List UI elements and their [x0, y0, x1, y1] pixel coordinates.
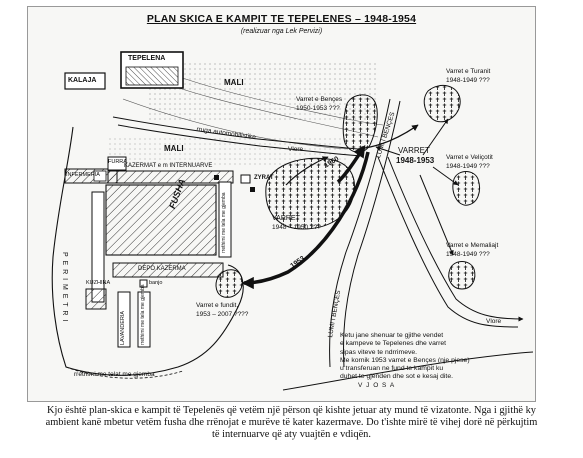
road-line-a [112, 116, 359, 150]
label-vertical-strip: rrethimi me tela me gjemba [140, 284, 146, 345]
caption-line: Kjo është plan-skica e kampit të Tepelen… [46, 405, 537, 416]
label-mali-top: MALI [224, 78, 244, 87]
small-building [93, 170, 107, 182]
label-vjosa: V J O S A [358, 382, 396, 389]
lavanderia-building [117, 291, 131, 348]
cemetery-memaliajt-years: 1948-1949 ??? [446, 251, 490, 258]
gate-post-2 [214, 175, 219, 180]
caption-line: ambient kanë mbetur vetëm fusha dhe rrën… [45, 416, 538, 428]
label-perimetri: P E R I M E T R I [61, 252, 68, 323]
label-kuzhina: KUZHINA [86, 280, 111, 286]
label-lavanderia: LAVANDERIA [120, 310, 126, 345]
gate-post [250, 187, 255, 192]
transfer-arrow-1950 [336, 144, 366, 184]
label-vertical-strip-2: rrethimi me tela me gjemba [221, 192, 227, 253]
cemetery-fundit [215, 269, 243, 298]
sketch-map: PLAN SKICA E KAMPIT TE TEPELENES – 1948-… [27, 6, 536, 402]
caption-line: të internuarve që aty vuajtën e vdiqën. [212, 428, 371, 440]
caption: Kjo është plan-skica e kampit të Tepelen… [0, 405, 583, 440]
note-line: duhet te gjenden dhe sot e kesaj dite. [340, 373, 453, 381]
cemetery-turanit-years: 1948-1949 ??? [446, 77, 490, 84]
fusha-yard [105, 184, 217, 256]
cemetery-turanit-name: Varret e Turanit [446, 68, 491, 75]
map-note: Ketu jane shenuar te gjithe vendet e kam… [340, 332, 525, 382]
cemetery-velicotit-name: Varret e Veliçotit [446, 154, 493, 161]
cemetery-bences-years: 1950-1953 ??? [296, 105, 340, 112]
map-title: PLAN SKICA E KAMPIT TE TEPELENES – 1948-… [146, 13, 417, 25]
label-tepelena: TEPELENA [128, 55, 166, 62]
cemetery-fundit-years: 1953 – 2007 ???? [196, 311, 249, 318]
transfer-arrow-1953 [241, 151, 370, 290]
note-line: Me kornik 1953 varret e Bençes (nje pjes… [340, 356, 470, 364]
label-varret-main-years: 1948 – 1950 ??? [272, 224, 321, 231]
kuzhina-building [85, 288, 107, 310]
kazermat-building [107, 170, 234, 184]
tepelena-town-hatch [125, 66, 179, 86]
note-line: e kampeve te Tepelenes dhe varret [340, 340, 447, 348]
cemetery-arrows [375, 118, 459, 256]
banjo-building [139, 279, 148, 288]
map-subtitle: (realizuar nga Lek Pervizi) [240, 28, 323, 35]
barbed-wire-fence [65, 366, 184, 379]
label-vlore-bottom: Vlore [486, 318, 502, 325]
note-line: u transferuan ne fund te kampit ku [340, 365, 444, 373]
camp-perimeter [51, 126, 244, 376]
right-barrack [218, 181, 232, 258]
label-varret-ne-years: 1948-1953 [396, 156, 435, 165]
transfer-arrow-small [285, 156, 329, 186]
label-rrethimi: rrethimi me telat me gjemba [74, 371, 155, 378]
road-line-b [117, 124, 364, 157]
cemetery-bences [342, 94, 378, 153]
label-kalaja: KALAJA [68, 77, 97, 84]
cemetery-bences-name: Varret e Bençes [296, 96, 343, 103]
label-vlore-top: Vlore [288, 146, 304, 153]
label-mali-mid: MALI [164, 144, 184, 153]
note-line: Ketu jane shenuar te gjithe vendet [340, 332, 444, 339]
label-depo: DEPO KAZERMA [138, 266, 186, 272]
road-vlore-lower-a [377, 156, 519, 328]
depo-kazerma-building [112, 262, 224, 278]
label-banjo: banjo [149, 280, 163, 286]
cemetery-memaliajt [448, 261, 476, 290]
zyrat-building [240, 174, 251, 184]
river-bences-right-bank [343, 100, 401, 368]
kalaja-box [64, 72, 106, 90]
label-kazermat: KAZERMAT e m INTERNUARVE [124, 163, 213, 169]
river-bences-left-bank [329, 98, 391, 368]
label-varret-ne: VARRET [398, 146, 430, 155]
cemetery-fundit-name: Varret e fundit, [196, 302, 239, 309]
road-vlore-lower-arrow [387, 156, 524, 322]
mountain-shading [148, 63, 378, 123]
label-furra: FURRA [108, 159, 127, 165]
label-zyrat: ZYRAT [254, 175, 274, 181]
lavanderia-building-2 [137, 291, 151, 348]
cemetery-velicotit-years: 1948-1949 ??? [446, 163, 490, 170]
furra-building [107, 156, 127, 171]
label-infermeria: INFERMERIA [66, 172, 100, 178]
note-line: sipas viteve te ndrrimeve. [340, 348, 418, 356]
cemetery-turanit [423, 84, 461, 123]
map-drawing [51, 51, 534, 391]
cemetery-velicotit [452, 171, 481, 206]
label-varret-main: VARRET [272, 215, 300, 222]
river-vjosa [282, 351, 534, 391]
cemetery-memaliajt-name: Varret e Memaliajt [446, 242, 499, 249]
